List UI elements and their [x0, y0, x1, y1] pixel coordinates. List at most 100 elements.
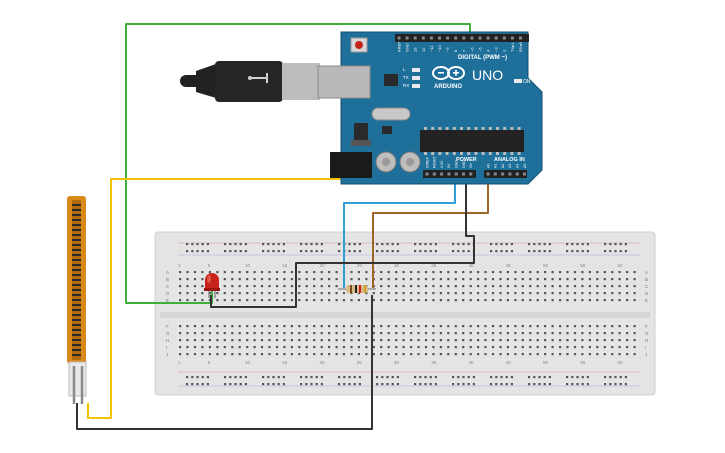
row-letter: J	[645, 352, 647, 357]
analog-header	[484, 170, 527, 178]
brand-label: ARDUINO	[434, 84, 462, 90]
row-letter: E	[166, 298, 169, 303]
column-number: 10	[245, 360, 251, 365]
pin-label: 3.3V	[440, 160, 444, 168]
row-letter: B	[166, 277, 169, 282]
row-letter: H	[645, 338, 648, 343]
on-label: ON	[523, 79, 531, 85]
column-number: 1	[178, 360, 181, 365]
row-letter: I	[645, 345, 646, 350]
pin-label: Vin	[469, 163, 473, 168]
row-letter: J	[166, 352, 168, 357]
column-number: 60	[618, 360, 624, 365]
status-led-icon	[412, 68, 420, 72]
red-led[interactable]	[204, 273, 220, 298]
pin-label: ~9	[445, 47, 450, 52]
row-letter: F	[166, 324, 169, 329]
pin-label: GND	[455, 160, 459, 168]
column-number: 15	[282, 360, 288, 365]
pin-label: GND	[405, 43, 410, 52]
status-led-label: RX	[403, 83, 409, 88]
pin-label: ~3	[494, 47, 499, 52]
pin-label: 8	[453, 49, 458, 52]
column-number: 1	[178, 263, 181, 268]
pin-label: ~6	[469, 47, 474, 52]
row-letter: D	[645, 291, 649, 296]
digital-header	[395, 34, 529, 42]
flex-sensor[interactable]	[67, 196, 87, 404]
column-number: 10	[245, 263, 251, 268]
column-number: 20	[320, 360, 326, 365]
pin-label: 2	[502, 49, 507, 52]
pin-label: A5	[523, 164, 527, 168]
pin-label: A1	[494, 164, 498, 168]
column-number: 40	[469, 263, 475, 268]
pin-label: 12	[421, 47, 426, 52]
column-number: 5	[208, 360, 211, 365]
row-letter: A	[645, 270, 648, 275]
usb-port	[317, 65, 371, 99]
pin-label: ~11	[429, 45, 434, 52]
wire-black-sensor[interactable]	[76, 295, 373, 430]
pin-label: 7	[461, 49, 466, 52]
reset-button[interactable]	[355, 41, 363, 49]
pin-label: TX▸1	[510, 42, 515, 52]
microcontroller-chip	[420, 130, 524, 152]
column-number: 35	[431, 263, 437, 268]
row-letter: C	[166, 284, 170, 289]
row-letter: F	[645, 324, 648, 329]
column-number: 25	[357, 360, 363, 365]
column-number: 35	[431, 360, 437, 365]
pin-label: A4	[516, 164, 520, 168]
column-number: 50	[543, 263, 549, 268]
column-number: 55	[580, 360, 586, 365]
row-letter: H	[166, 338, 169, 343]
column-number: 45	[506, 360, 512, 365]
column-number: 60	[618, 263, 624, 268]
row-letter: C	[645, 284, 649, 289]
wire-blue[interactable]	[343, 176, 456, 288]
wire-brown[interactable]	[372, 176, 489, 288]
row-letter: A	[166, 270, 169, 275]
pin-label: GND	[462, 160, 466, 168]
pin-label: IOREF	[425, 156, 429, 168]
analog-header-label: ANALOG IN	[494, 157, 525, 163]
row-letter: G	[166, 331, 170, 336]
column-number: 40	[469, 360, 475, 365]
status-led-label: TX	[403, 75, 409, 80]
column-number: 25	[357, 263, 363, 268]
pin-label: ~5	[478, 47, 483, 52]
column-number: 45	[506, 263, 512, 268]
pin-label: 5V	[447, 163, 451, 168]
pin-label: A3	[508, 164, 512, 168]
pin-label: AREF	[397, 41, 402, 52]
column-number: 50	[543, 360, 549, 365]
pin-label: A0	[486, 164, 490, 168]
power-jack	[330, 152, 372, 178]
digital-header-label: DIGITAL (PWM ~)	[458, 55, 507, 61]
breadboard-holes	[179, 243, 636, 386]
wire-black-gnd[interactable]	[210, 176, 475, 308]
pin-label: RESET	[433, 155, 437, 168]
model-label: UNO	[472, 67, 503, 83]
row-letter: I	[166, 345, 167, 350]
arduino-logo-icon	[432, 66, 465, 80]
resistor[interactable]	[338, 285, 376, 293]
column-number: 5	[208, 263, 211, 268]
column-number: 30	[394, 360, 400, 365]
row-letter: E	[645, 298, 648, 303]
power-header-label: POWER	[456, 157, 477, 163]
pin-label: RX◂0	[518, 41, 523, 52]
status-led-icon	[412, 84, 420, 88]
row-letter: B	[645, 277, 648, 282]
column-number: 55	[580, 263, 586, 268]
pin-label: 13	[413, 47, 418, 52]
column-number: 20	[320, 263, 326, 268]
